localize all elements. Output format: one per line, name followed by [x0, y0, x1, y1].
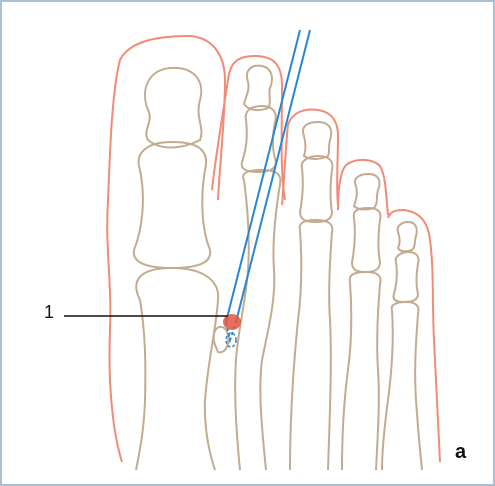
bone-outlines: [134, 66, 422, 470]
k-wire-icon: [226, 30, 310, 340]
panel-letter: a: [455, 441, 466, 463]
callout-number-label: 1: [44, 302, 54, 322]
